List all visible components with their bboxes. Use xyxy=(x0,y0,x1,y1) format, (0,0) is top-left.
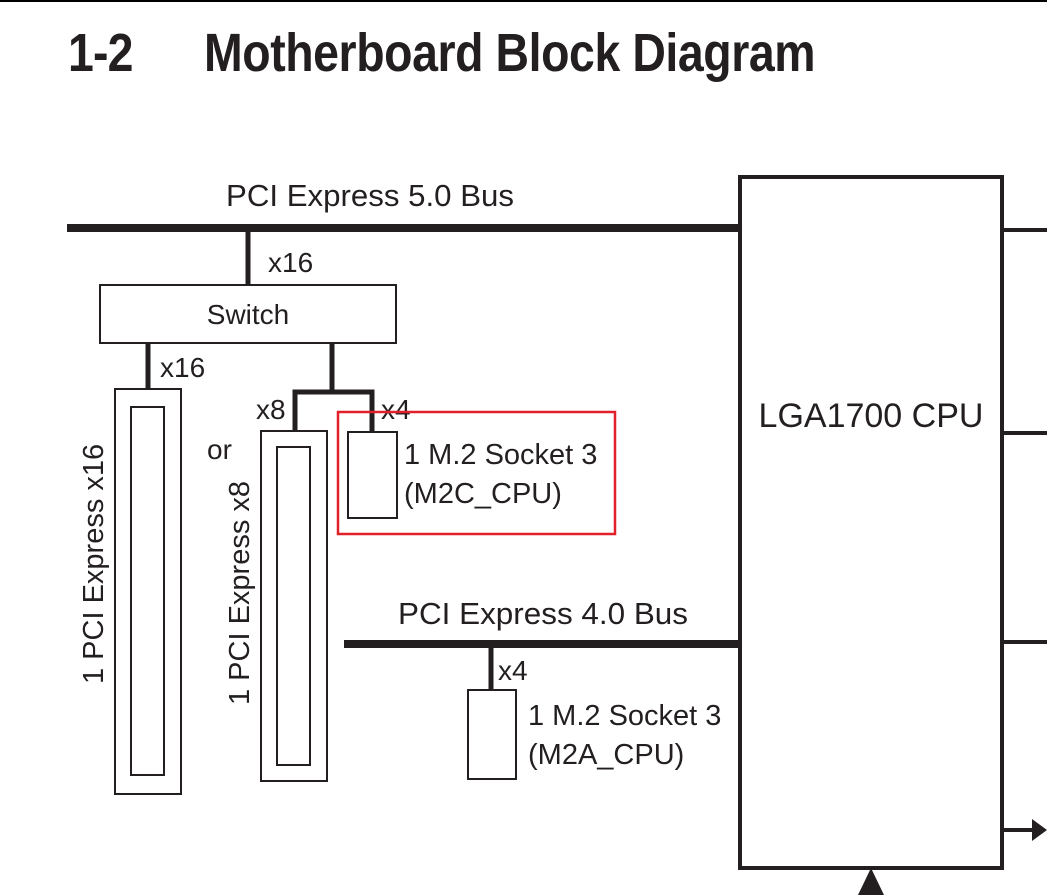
slot-x8-label: 1 PCI Express x8 xyxy=(224,481,256,705)
slot-x16-outer xyxy=(114,388,182,795)
arrow-up-icon xyxy=(858,868,884,895)
link-x16-slot-label: x16 xyxy=(160,352,205,383)
slot-x16-label: 1 PCI Express x16 xyxy=(78,444,110,684)
m2a-label-line2: (M2A_CPU) xyxy=(528,739,684,771)
slot-x8-outer xyxy=(260,430,328,782)
switch-box xyxy=(99,284,397,344)
m2c-label-line2: (M2C_CPU) xyxy=(404,478,562,510)
slot-x16-inner xyxy=(130,406,165,776)
or-label: or xyxy=(207,434,232,465)
link-x16-switch-label: x16 xyxy=(268,247,313,278)
page-title: Motherboard Block Diagram xyxy=(204,23,816,83)
link-x8-label: x8 xyxy=(256,394,286,425)
link-x4-m2a-label: x4 xyxy=(498,655,528,686)
link-x8 xyxy=(292,343,335,432)
m2c-label-line1: 1 M.2 Socket 3 xyxy=(404,439,597,471)
top-rule xyxy=(0,0,1047,2)
cpu-label: LGA1700 CPU xyxy=(759,397,984,435)
m2c-socket xyxy=(347,431,398,519)
link-x4-m2c xyxy=(332,389,375,432)
link-x4-m2c-label: x4 xyxy=(381,394,411,425)
arrow-right-icon xyxy=(1032,819,1047,841)
highlight-box xyxy=(336,410,617,536)
switch-label: Switch xyxy=(207,299,289,330)
section-number: 1-2 xyxy=(68,23,133,83)
cpu-box xyxy=(738,175,1004,870)
bus-pcie5-label: PCI Express 5.0 Bus xyxy=(226,178,514,213)
slot-x8-inner xyxy=(276,446,311,766)
m2a-label-line1: 1 M.2 Socket 3 xyxy=(528,700,721,732)
m2a-socket xyxy=(467,689,517,780)
bus-pcie4-label: PCI Express 4.0 Bus xyxy=(398,596,688,631)
